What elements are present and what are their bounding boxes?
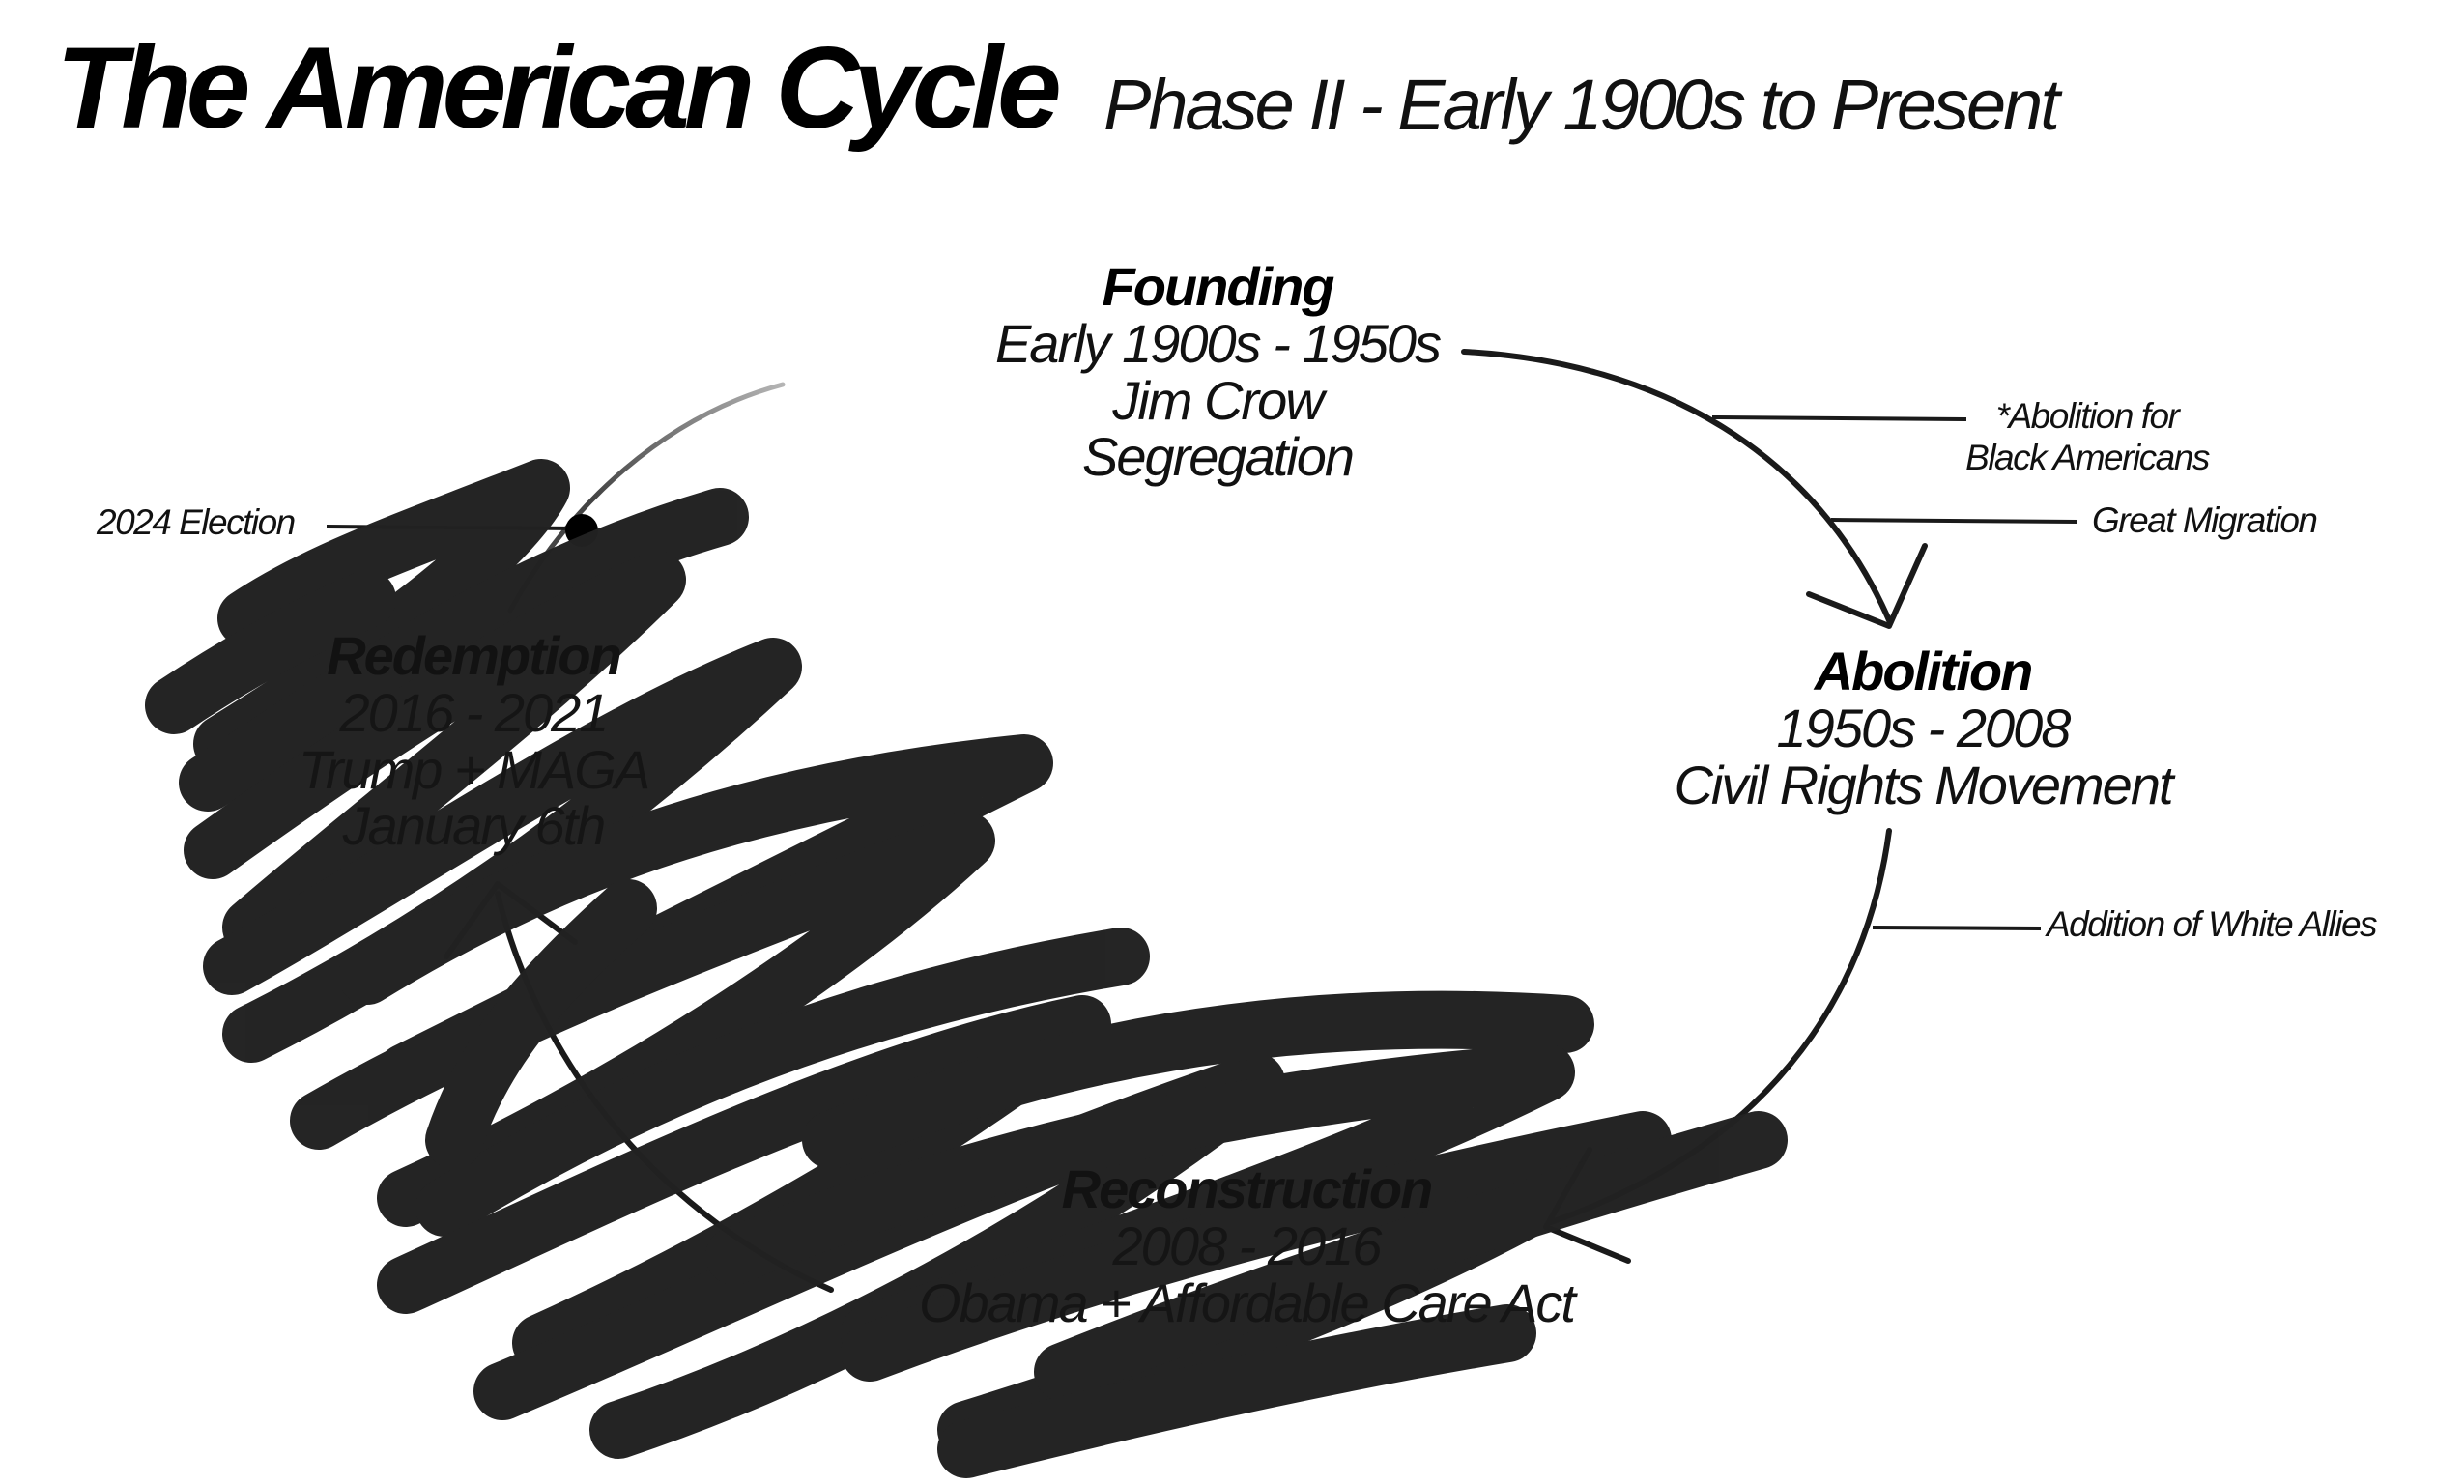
phase-founding: Founding Early 1900s - 1950s Jim Crow Se… <box>889 256 1546 488</box>
phase-reconstruction-line: Obama + Affordable Care Act <box>919 1271 1576 1333</box>
phase-reconstruction-line: 2008 - 2016 <box>1112 1214 1383 1276</box>
leader-abolition-for <box>1711 415 1967 421</box>
phase-founding-line: Segregation <box>1081 426 1355 488</box>
callout-white-allies: Addition of White Allies <box>2047 904 2378 944</box>
phase-abolition: Abolition 1950s - 2008 Civil Rights Move… <box>1565 641 2280 815</box>
arc-founding-to-abolition <box>1461 349 1892 623</box>
arrowhead-abolition <box>1806 543 1928 629</box>
phase-abolition-name: Abolition <box>1814 641 2034 701</box>
arc-reconstruction-to-redemption <box>495 891 834 1293</box>
phase-redemption-line: January 6th <box>342 795 607 857</box>
callout-great-migration: Great Migration <box>2092 500 2318 540</box>
callout-abolition-for-line1: *Abolition for <box>1995 396 2180 436</box>
phase-founding-line: Early 1900s - 1950s <box>994 312 1442 374</box>
diagram-title: The American Cycle <box>56 23 1062 153</box>
phase-redemption-name: Redemption <box>327 625 622 686</box>
phase-redemption: Redemption 2016 - 2021 Trump + MAGA Janu… <box>193 625 754 857</box>
phase-reconstruction-name: Reconstruction <box>1061 1158 1434 1219</box>
phase-abolition-line: 1950s - 2008 <box>1776 697 2072 758</box>
callout-2024-election: 2024 Election <box>97 502 296 542</box>
leader-2024-election <box>326 525 579 530</box>
diagram-subtitle: Phase II - Early 1900s to Present <box>1103 65 2060 145</box>
phase-abolition-line: Civil Rights Movement <box>1674 754 2173 815</box>
leader-great-migration <box>1830 518 2078 524</box>
phase-reconstruction: Reconstruction 2008 - 2016 Obama + Affor… <box>850 1158 1643 1333</box>
phase-redemption-line: 2016 - 2021 <box>339 681 610 743</box>
arc-redemption-to-founding <box>507 382 786 614</box>
phase-founding-name: Founding <box>1102 256 1334 317</box>
marker-2024-election <box>565 514 598 547</box>
callout-abolition-for-black-americans: *Abolition for Black Americans <box>1923 396 2251 478</box>
phase-redemption-line: Trump + MAGA <box>298 738 650 800</box>
callout-abolition-for-line2: Black Americans <box>1965 437 2210 477</box>
phase-founding-line: Jim Crow <box>1112 369 1324 431</box>
